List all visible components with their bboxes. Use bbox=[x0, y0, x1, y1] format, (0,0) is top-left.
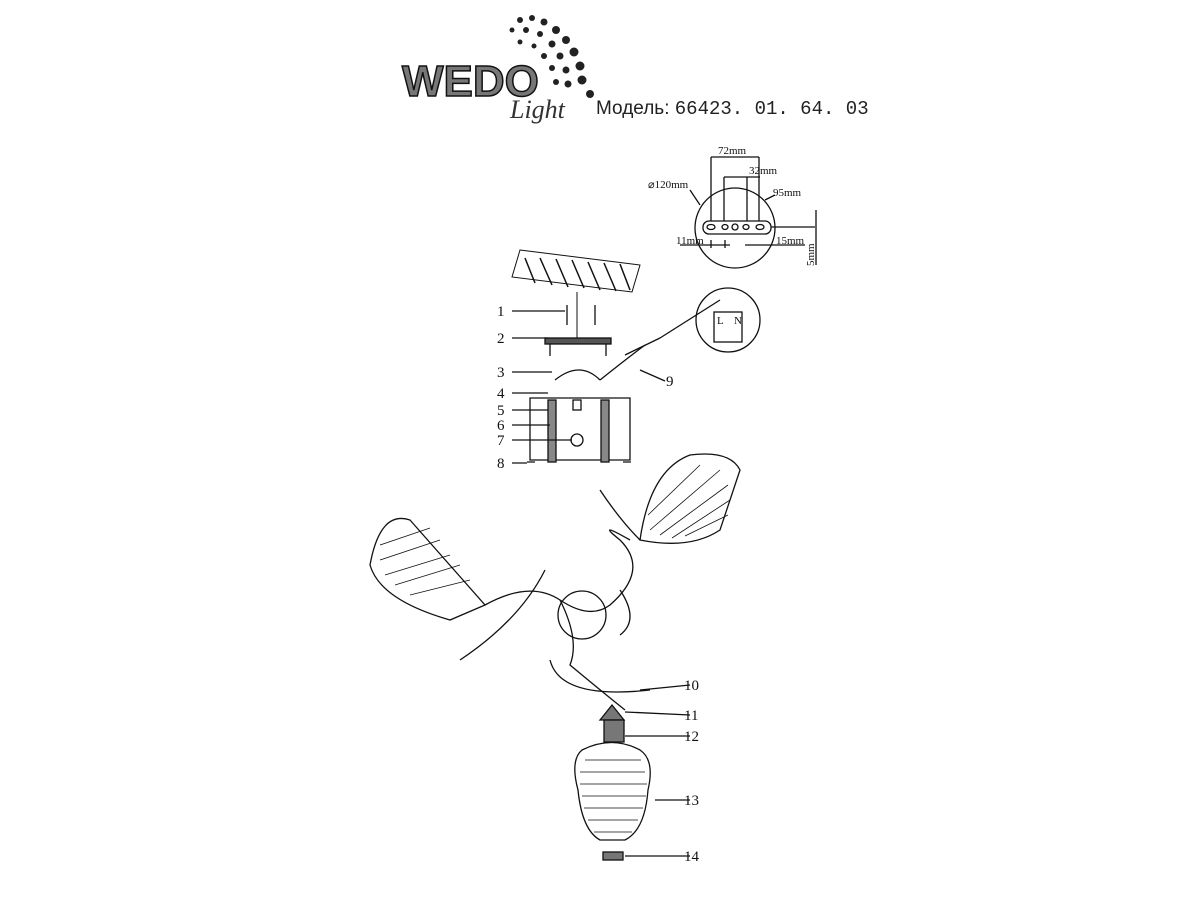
svg-text:72mm: 72mm bbox=[718, 145, 747, 157]
callout-1: 1 bbox=[497, 304, 505, 320]
callout-13: 13 bbox=[684, 793, 699, 809]
svg-text:WEDO: WEDO bbox=[402, 57, 539, 106]
callout-10: 10 bbox=[684, 678, 699, 694]
callout-6: 6 bbox=[497, 418, 505, 434]
svg-text:Light: Light bbox=[509, 95, 566, 124]
svg-text:95mm: 95mm bbox=[773, 187, 802, 199]
brand-logo: WEDO Light bbox=[401, 15, 594, 124]
model-number: 66423. 01. 64. 03 bbox=[674, 98, 869, 120]
callout-3: 3 bbox=[497, 365, 505, 381]
callout-4: 4 bbox=[497, 386, 505, 402]
callout-9: 9 bbox=[666, 374, 674, 390]
callout-labels: 1 2 3 4 5 6 7 8 9 10 11 12 13 14 bbox=[497, 304, 700, 865]
callout-5: 5 bbox=[497, 403, 505, 419]
svg-text:5mm: 5mm bbox=[805, 243, 817, 266]
terminal-n-label: N bbox=[734, 315, 742, 327]
canopy-assembly bbox=[527, 287, 761, 463]
svg-text:15mm: 15mm bbox=[776, 235, 805, 247]
model-info: Модель: 66423. 01. 64. 03 bbox=[596, 98, 869, 120]
svg-text:11mm: 11mm bbox=[676, 235, 704, 247]
callout-2: 2 bbox=[497, 331, 505, 347]
mount-plate-detail: 72mm 32mm ⌀120mm 95mm 11mm 15mm 5mm bbox=[648, 145, 817, 269]
callout-14: 14 bbox=[684, 849, 700, 865]
svg-text:⌀120mm: ⌀120mm bbox=[648, 179, 689, 191]
chandelier-body bbox=[369, 453, 741, 861]
terminal-l-label: L bbox=[717, 315, 724, 327]
callout-12: 12 bbox=[684, 729, 699, 745]
svg-text:32mm: 32mm bbox=[749, 165, 778, 177]
ceiling-hatch bbox=[511, 249, 641, 340]
leader-lines bbox=[512, 310, 691, 857]
callout-11: 11 bbox=[684, 708, 698, 724]
model-label: Модель: bbox=[596, 98, 670, 119]
callout-7: 7 bbox=[497, 433, 505, 449]
callout-8: 8 bbox=[497, 456, 505, 472]
